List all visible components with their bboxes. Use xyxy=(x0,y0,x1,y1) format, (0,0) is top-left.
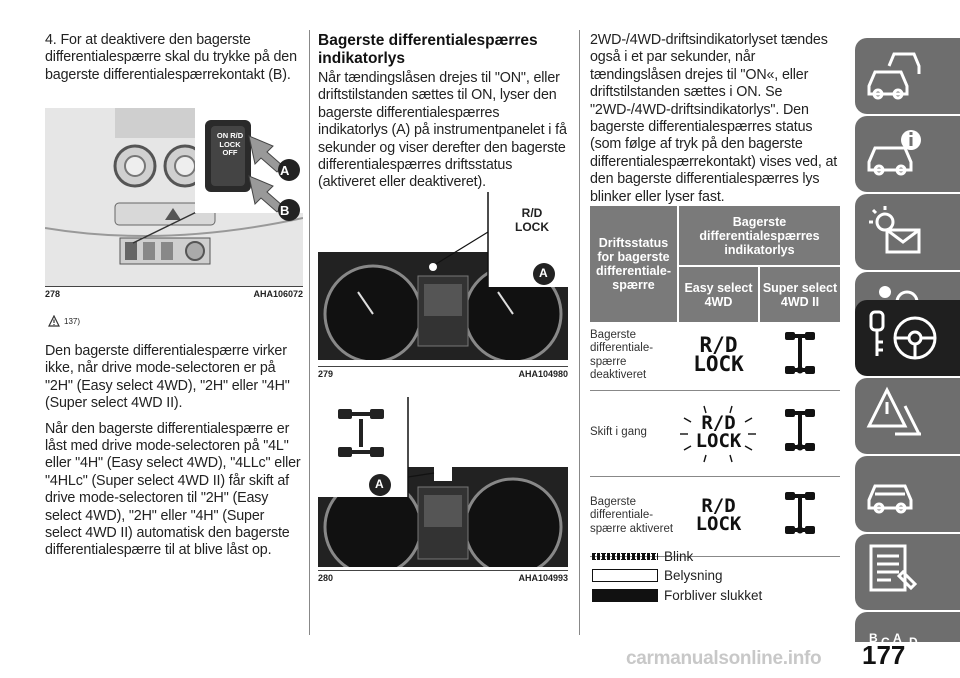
instrument-cluster-illustration xyxy=(318,192,568,360)
watermark: carmanualsonline.info xyxy=(626,648,822,669)
svg-text:A: A xyxy=(893,631,902,645)
column-3-paragraph: 2WD-/4WD-driftsindikatorlyset tændes ogs… xyxy=(590,32,838,205)
legend-label: Forbliver slukket xyxy=(664,588,763,603)
chapter-tab-specs[interactable] xyxy=(855,534,960,610)
page-number: 177 xyxy=(862,640,906,670)
svg-text:C: C xyxy=(881,635,890,649)
label-a: A xyxy=(280,163,290,178)
legend-swatch-off xyxy=(592,589,658,602)
warning-sign-icon xyxy=(866,386,921,436)
intro-paragraph: 4. For at deaktivere den bagerste differ… xyxy=(45,32,297,83)
rd-lock-callout: R/D LOCK xyxy=(515,206,549,234)
chapter-tab-emergency[interactable] xyxy=(855,378,960,454)
figure-280-caption: 280 AHA104993 xyxy=(318,570,568,583)
figure-number: 280 xyxy=(318,573,334,583)
rd-lock-indicator: R/D LOCK xyxy=(695,495,742,536)
label-a: A xyxy=(539,266,548,280)
figure-280: A xyxy=(318,397,568,567)
figure-279: R/D LOCK A xyxy=(318,192,568,360)
figure-number: 279 xyxy=(318,369,334,379)
figure-278: ON R/D LOCK OFF A B xyxy=(45,108,303,286)
column-divider xyxy=(579,30,580,635)
row-label: Skift i gang xyxy=(590,390,678,477)
paragraph-disabled-modes: Den bagerste differentialespærre virker … xyxy=(45,343,290,412)
chapter-tab-driving[interactable] xyxy=(855,300,960,376)
table-subheader-row: Easy select 4WD Super select 4WD II xyxy=(590,266,840,322)
label-b: B xyxy=(280,203,290,218)
key-steering-wheel-icon xyxy=(869,310,937,360)
svg-text:D: D xyxy=(909,635,918,649)
column-divider xyxy=(309,30,310,635)
figure-code: AHA104980 xyxy=(518,369,568,379)
rd-lock-indicator: R/D LOCK xyxy=(693,333,744,376)
4wd-axle-icon xyxy=(784,491,815,534)
row-label: Bagerste differentiale-spærre deaktivere… xyxy=(590,322,678,391)
legend-swatch-blink xyxy=(592,553,658,560)
chapter-tab-lights[interactable] xyxy=(855,194,960,270)
figure-278-caption: 278 AHA106072 xyxy=(45,286,303,299)
rd-lock-indicator: R/D LOCK xyxy=(695,412,742,453)
4wd-axle-icon xyxy=(784,331,815,374)
chapter-tab-info[interactable] xyxy=(855,116,960,192)
svg-text:B: B xyxy=(869,631,878,645)
switch-label: ON R/D LOCK OFF xyxy=(216,131,244,157)
legend-swatch-lit xyxy=(592,569,658,582)
table-row: Bagerste differentiale-spærre aktiveret … xyxy=(590,476,840,557)
note-reference: 137) xyxy=(48,315,80,327)
note-ref-text: 137) xyxy=(64,316,81,326)
header-easy-select: Easy select 4WD xyxy=(678,266,760,322)
paragraph-auto-unlock: Når den bagerste differentialespærre er … xyxy=(45,420,301,559)
legend-label: Belysning xyxy=(664,568,723,583)
column-1-paragraphs: Den bagerste differentialespærre virker … xyxy=(45,343,303,568)
legend-label: Blink xyxy=(664,549,694,564)
row-label: Bagerste differentiale-spærre aktiveret xyxy=(590,476,678,557)
label-a: A xyxy=(375,477,384,491)
figure-279-caption: 279 AHA104980 xyxy=(318,366,568,379)
section-heading: Bagerste differentialespærres indikatorl… xyxy=(318,32,538,67)
warning-triangle-icon xyxy=(48,315,60,327)
header-super-select: Super select 4WD II xyxy=(759,266,840,322)
instrument-cluster-illustration xyxy=(318,397,568,567)
car-info-icon xyxy=(867,130,921,176)
dashboard-switch-illustration xyxy=(45,108,303,286)
blink-rays-icon xyxy=(680,405,756,462)
4wd-axle-icon xyxy=(784,408,815,451)
table-header-row: Driftsstatus for bagerste differentiale-… xyxy=(590,206,840,322)
figure-code: AHA106072 xyxy=(253,289,303,299)
column-2-paragraph: Når tændingslåsen drejes til "ON", eller… xyxy=(318,70,567,191)
legend-off: Forbliver slukket xyxy=(592,588,842,603)
specs-list-icon xyxy=(869,544,918,592)
arrows-illustration xyxy=(248,135,300,221)
indicator-table: Driftsstatus for bagerste differentiale-… xyxy=(590,206,840,557)
car-service-icon xyxy=(867,484,913,514)
table-row: Bagerste differentiale-spærre deaktivere… xyxy=(590,322,840,391)
legend-blink: Blink xyxy=(592,549,842,564)
table-row: Skift i gang R/D LOCK xyxy=(590,390,840,477)
light-mail-icon xyxy=(869,206,921,254)
legend-lit: Belysning xyxy=(592,568,842,583)
header-status: Driftsstatus for bagerste differentiale-… xyxy=(590,206,679,322)
chapter-tab-maintenance[interactable] xyxy=(855,456,960,532)
header-indicator-group: Bagerste differentialespærres indikatorl… xyxy=(678,206,840,267)
chapter-tab-cars[interactable] xyxy=(855,38,960,114)
cars-icon xyxy=(867,52,921,100)
figure-number: 278 xyxy=(45,289,61,299)
figure-code: AHA104993 xyxy=(518,573,568,583)
